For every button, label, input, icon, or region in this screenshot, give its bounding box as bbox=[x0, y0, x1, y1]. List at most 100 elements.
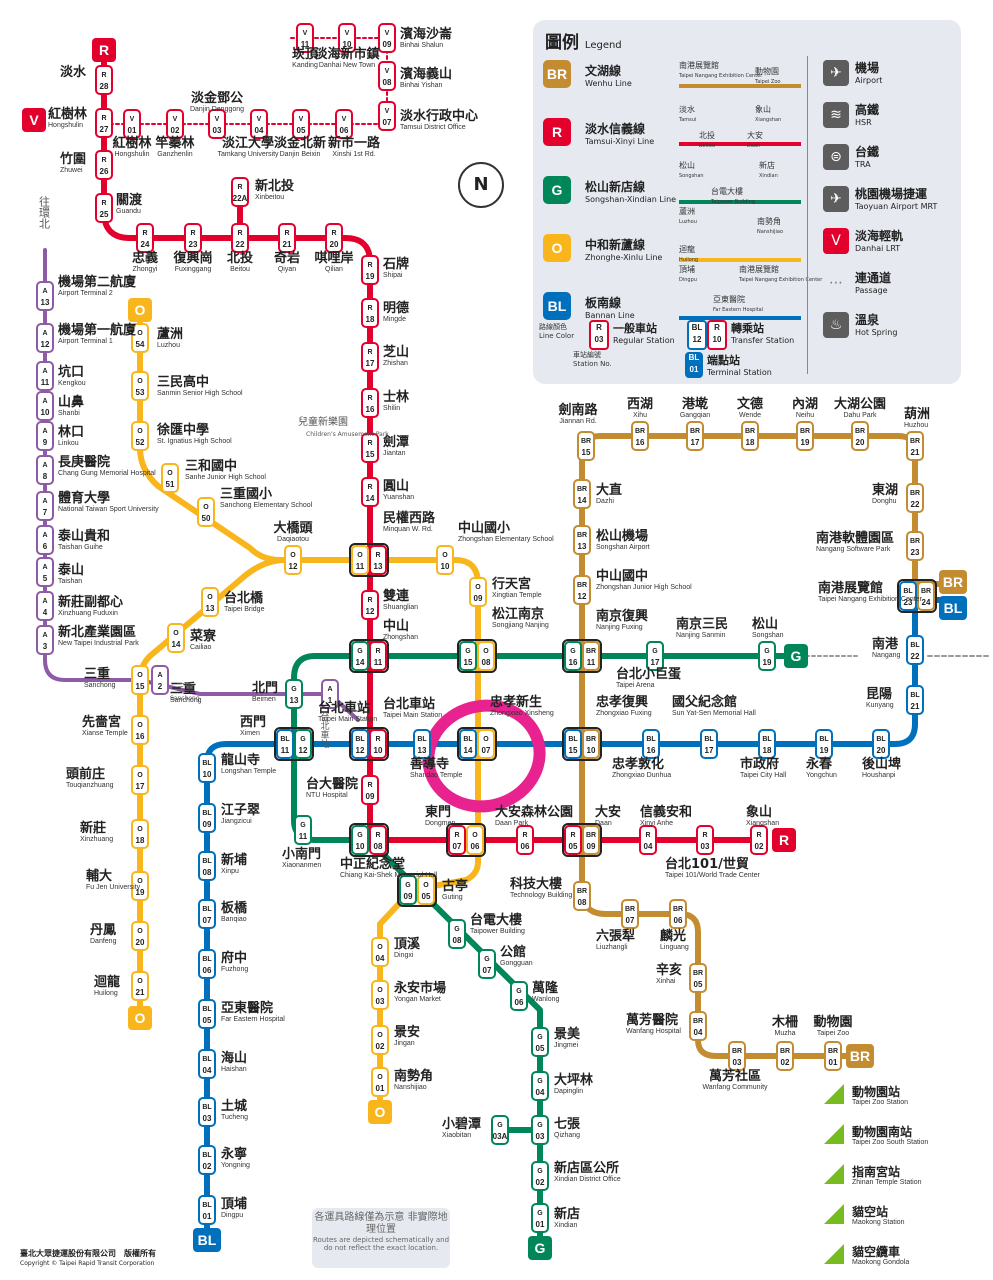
station-badge-r09[interactable]: R09 bbox=[361, 775, 379, 805]
station-badge-r10[interactable]: R10 bbox=[369, 729, 387, 759]
station-badge-r11[interactable]: R11 bbox=[369, 641, 387, 671]
station-badge-g13[interactable]: G13 bbox=[285, 679, 303, 709]
station-badge-r20[interactable]: R20 bbox=[325, 223, 343, 253]
station-badge-o19[interactable]: O19 bbox=[131, 871, 149, 901]
station-badge-r28[interactable]: R28 bbox=[95, 65, 113, 95]
station-badge-o15[interactable]: O15 bbox=[131, 665, 149, 695]
station-badge-o02[interactable]: O02 bbox=[371, 1025, 389, 1055]
station-badge-o18[interactable]: O18 bbox=[131, 819, 149, 849]
station-badge-r19[interactable]: R19 bbox=[361, 255, 379, 285]
station-badge-v08[interactable]: V08 bbox=[378, 61, 396, 91]
station-badge-a12[interactable]: A12 bbox=[36, 323, 54, 353]
station-badge-a5[interactable]: A5 bbox=[36, 557, 54, 587]
station-badge-a1[interactable]: A1 bbox=[321, 679, 339, 709]
station-badge-r02[interactable]: R02 bbox=[750, 825, 768, 855]
station-badge-g07[interactable]: G07 bbox=[478, 949, 496, 979]
station-badge-r08[interactable]: R08 bbox=[369, 825, 387, 855]
station-badge-a10[interactable]: A10 bbox=[36, 391, 54, 421]
station-badge-r27[interactable]: R27 bbox=[95, 108, 113, 138]
station-badge-r06[interactable]: R06 bbox=[516, 825, 534, 855]
station-badge-v06[interactable]: V06 bbox=[335, 109, 353, 139]
station-badge-g04[interactable]: G04 bbox=[531, 1071, 549, 1101]
station-badge-r15[interactable]: R15 bbox=[361, 433, 379, 463]
station-badge-a6[interactable]: A6 bbox=[36, 525, 54, 555]
station-badge-o50[interactable]: O50 bbox=[197, 497, 215, 527]
station-badge-o01[interactable]: O01 bbox=[371, 1067, 389, 1097]
station-badge-a11[interactable]: A11 bbox=[36, 361, 54, 391]
station-badge-r16[interactable]: R16 bbox=[361, 388, 379, 418]
station-badge-r25[interactable]: R25 bbox=[95, 193, 113, 223]
station-badge-v05[interactable]: V05 bbox=[292, 109, 310, 139]
station-badge-r13[interactable]: R13 bbox=[369, 545, 387, 575]
station-badge-g10[interactable]: G10 bbox=[351, 825, 369, 855]
station-badge-o12[interactable]: O12 bbox=[284, 545, 302, 575]
station-badge-o04[interactable]: O04 bbox=[371, 937, 389, 967]
station-badge-o09[interactable]: O09 bbox=[469, 577, 487, 607]
station-badge-g19[interactable]: G19 bbox=[758, 641, 776, 671]
station-badge-r17[interactable]: R17 bbox=[361, 342, 379, 372]
